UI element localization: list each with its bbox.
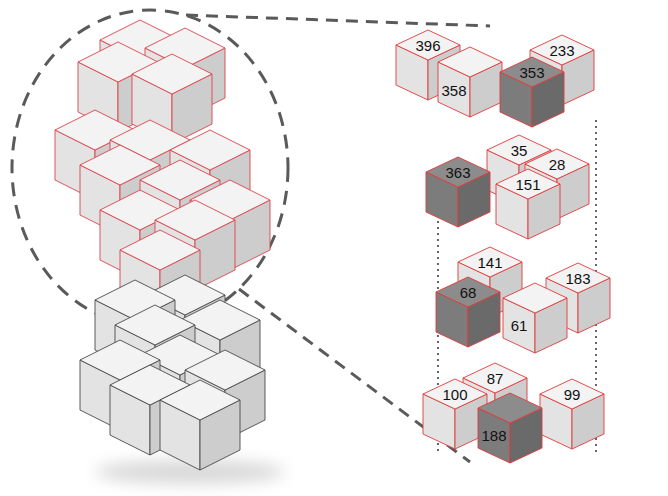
cube-face [500, 57, 564, 87]
callout-number: 233 [549, 43, 574, 58]
callout-number: 87 [487, 371, 504, 386]
callout-number: 68 [460, 285, 477, 300]
zoom-callout [12, 10, 490, 462]
callout-number: 353 [519, 65, 544, 80]
zoom-line [186, 15, 490, 26]
cube [503, 283, 567, 353]
callout-number: 61 [511, 318, 528, 333]
callout-number: 99 [564, 387, 581, 402]
cube-face [160, 380, 240, 420]
cube-face [426, 157, 490, 187]
cube-face [478, 393, 542, 423]
cube-face [132, 54, 212, 94]
cube [426, 157, 490, 227]
cube-face [436, 277, 500, 307]
callout-number: 188 [481, 428, 506, 443]
cube [540, 379, 604, 449]
callout-number: 183 [565, 271, 590, 286]
cube [438, 47, 502, 117]
exploded-view [396, 30, 610, 463]
cube [160, 380, 240, 470]
cube-face [496, 169, 560, 199]
cube-face [503, 283, 567, 313]
cube [500, 57, 564, 127]
cube [423, 379, 487, 449]
callout-number: 151 [515, 177, 540, 192]
callout-number: 28 [549, 157, 566, 172]
cube-face [458, 247, 522, 277]
callout-number: 141 [477, 255, 502, 270]
cube [436, 277, 500, 347]
cube-face [546, 263, 610, 293]
callout-number: 358 [441, 83, 466, 98]
callout-number: 363 [445, 165, 470, 180]
cube-tower [55, 20, 270, 470]
callout-number: 35 [511, 143, 528, 158]
cube-face [540, 379, 604, 409]
zoom-circle [12, 10, 288, 326]
cube [496, 169, 560, 239]
cube-face [438, 47, 502, 77]
cube [478, 393, 542, 463]
cube-face [396, 30, 460, 60]
zoom-line [239, 289, 470, 462]
callout-number: 100 [442, 387, 467, 402]
cube-face [423, 379, 487, 409]
callout-number: 396 [415, 38, 440, 53]
cube-face [120, 230, 200, 270]
